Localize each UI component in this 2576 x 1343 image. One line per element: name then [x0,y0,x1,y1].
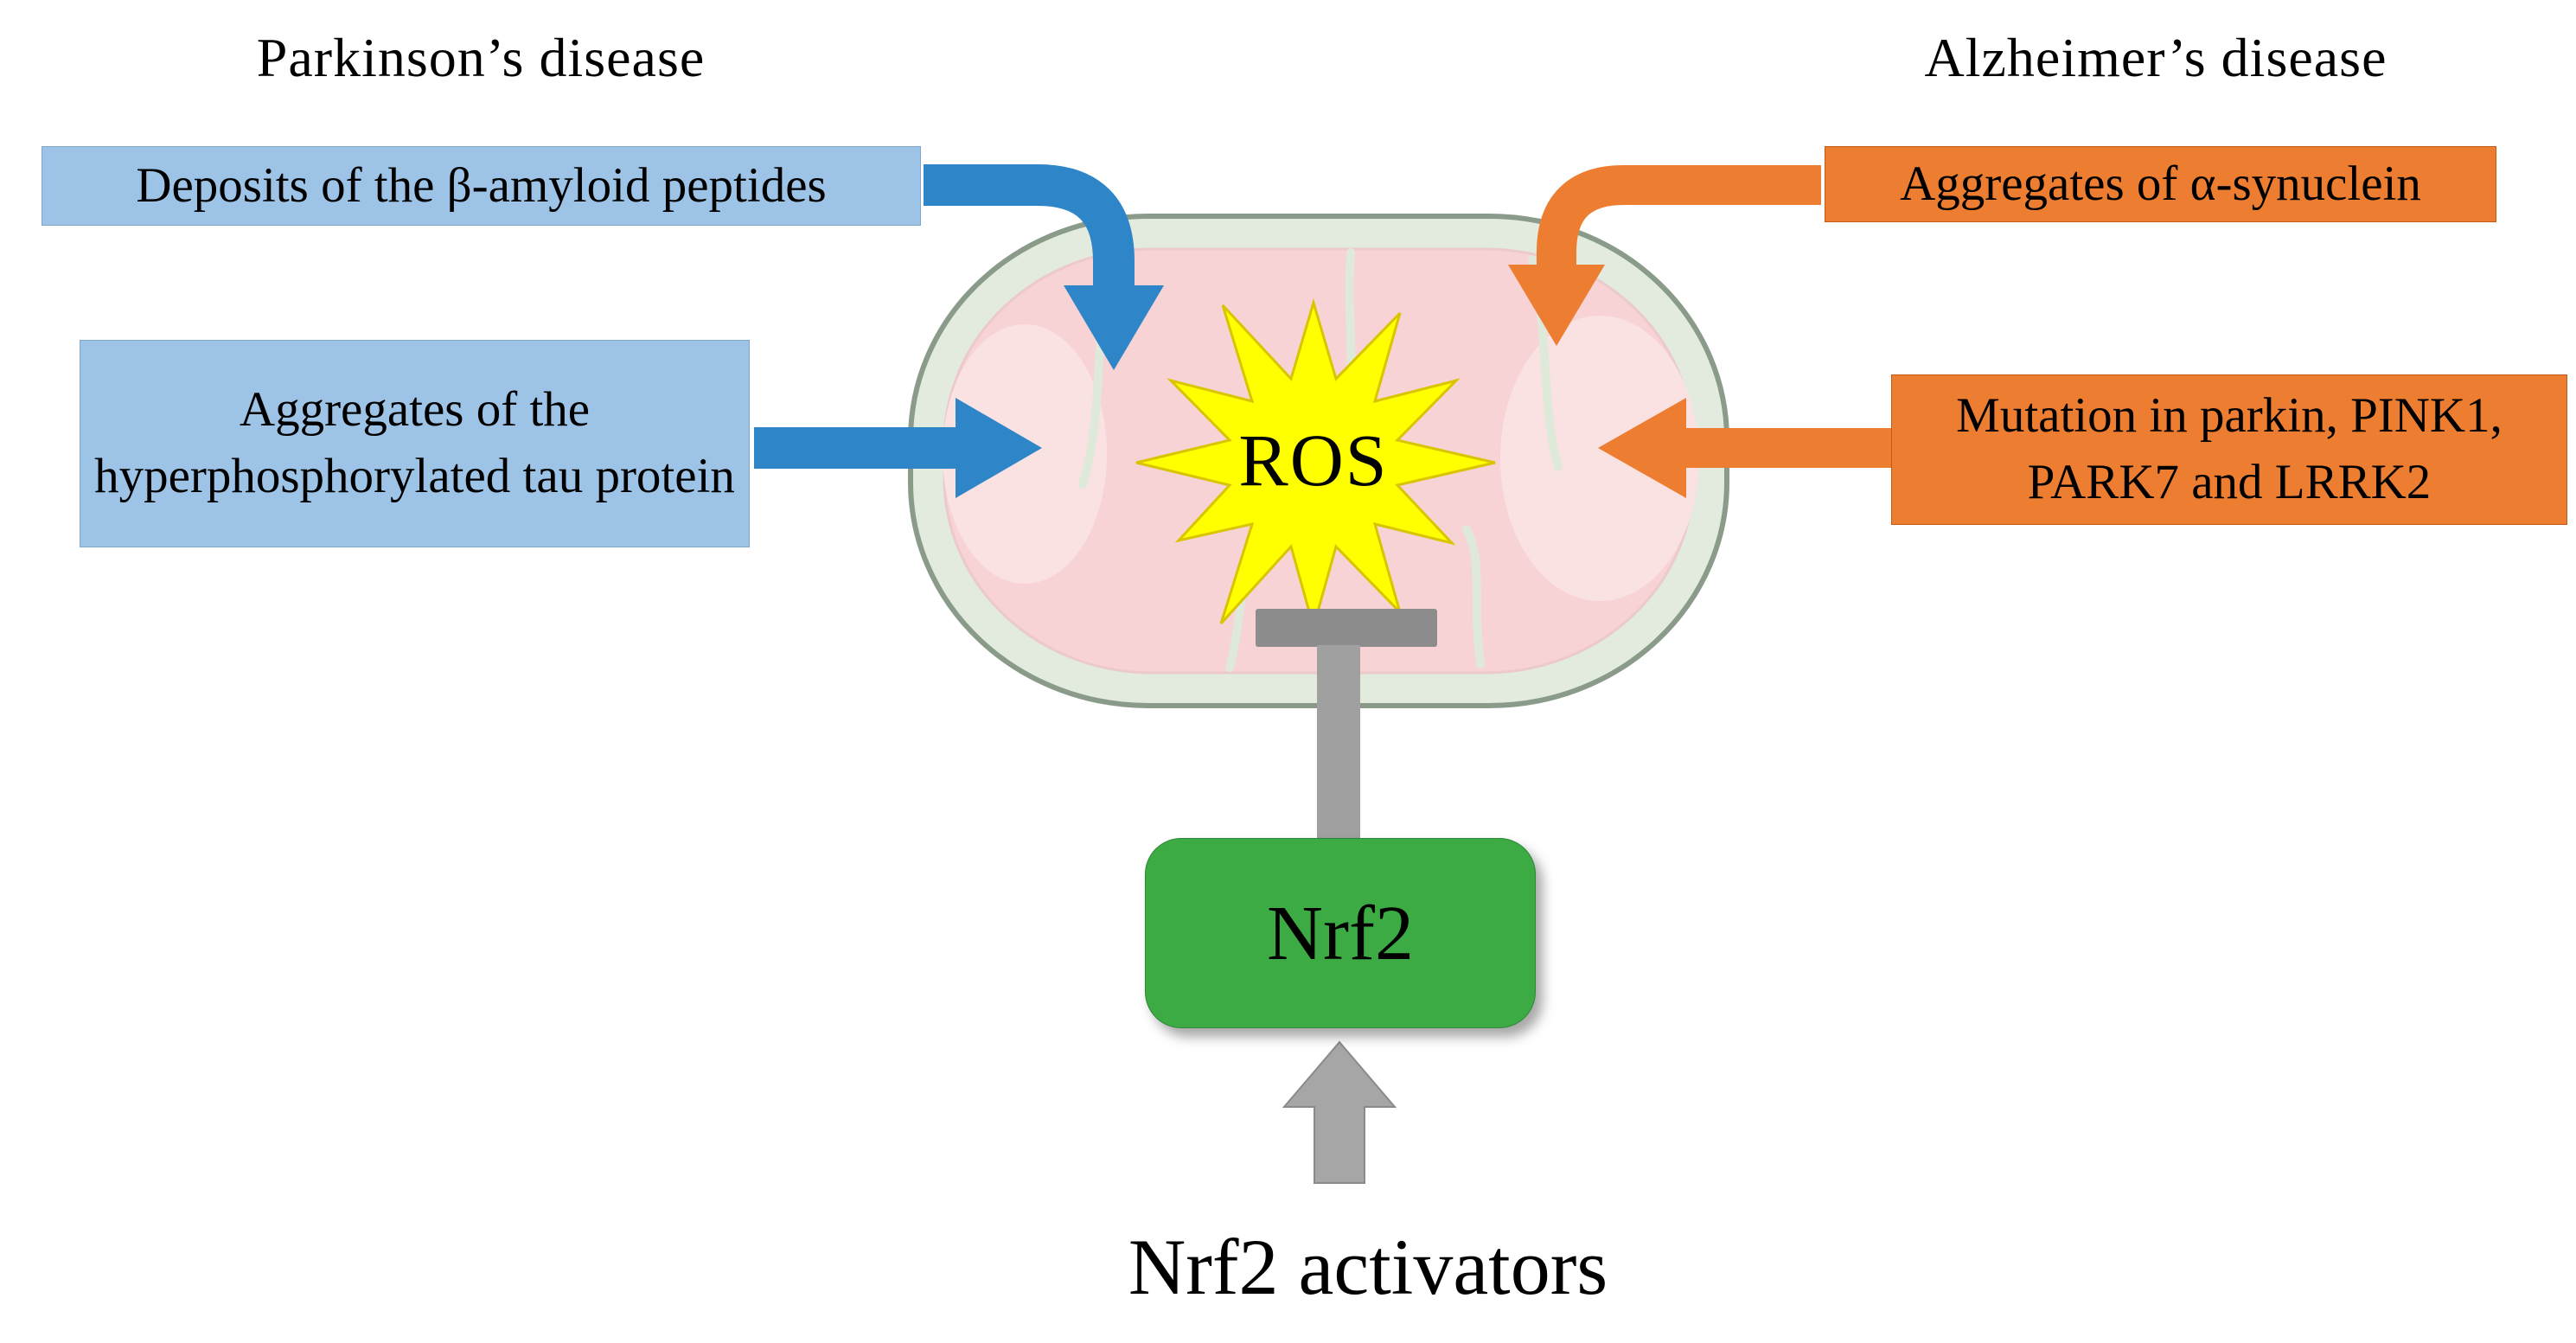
box-tau-protein: Aggregates of the hyperphosphorylated ta… [80,340,750,547]
nrf2-activators-label: Nrf2 activators [1128,1223,1608,1311]
heading-parkinsons: Parkinson’s disease [256,27,706,88]
nrf2-label: Nrf2 [1267,890,1414,976]
gray-up-arrow [1282,1040,1397,1184]
ros-label: ROS [1238,419,1389,502]
orange-elbow-arrow [1508,165,1821,346]
box-alpha-synuclein: Aggregates of α-synuclein [1825,146,2496,222]
crista-line [1462,525,1485,668]
blue-elbow-arrow [924,164,1164,370]
heading-alzheimers: Alzheimer’s disease [1924,27,2387,88]
box-beta-amyloid: Deposits of the β-amyloid peptides [42,146,921,226]
nrf2-box: Nrf2 [1145,838,1536,1028]
blue-straight-arrow [754,398,1042,498]
orange-straight-arrow [1598,398,1894,498]
inhibition-tbar [1256,609,1437,846]
box-mutations: Mutation in parkin, PINK1, PARK7 and LRR… [1891,374,2567,525]
